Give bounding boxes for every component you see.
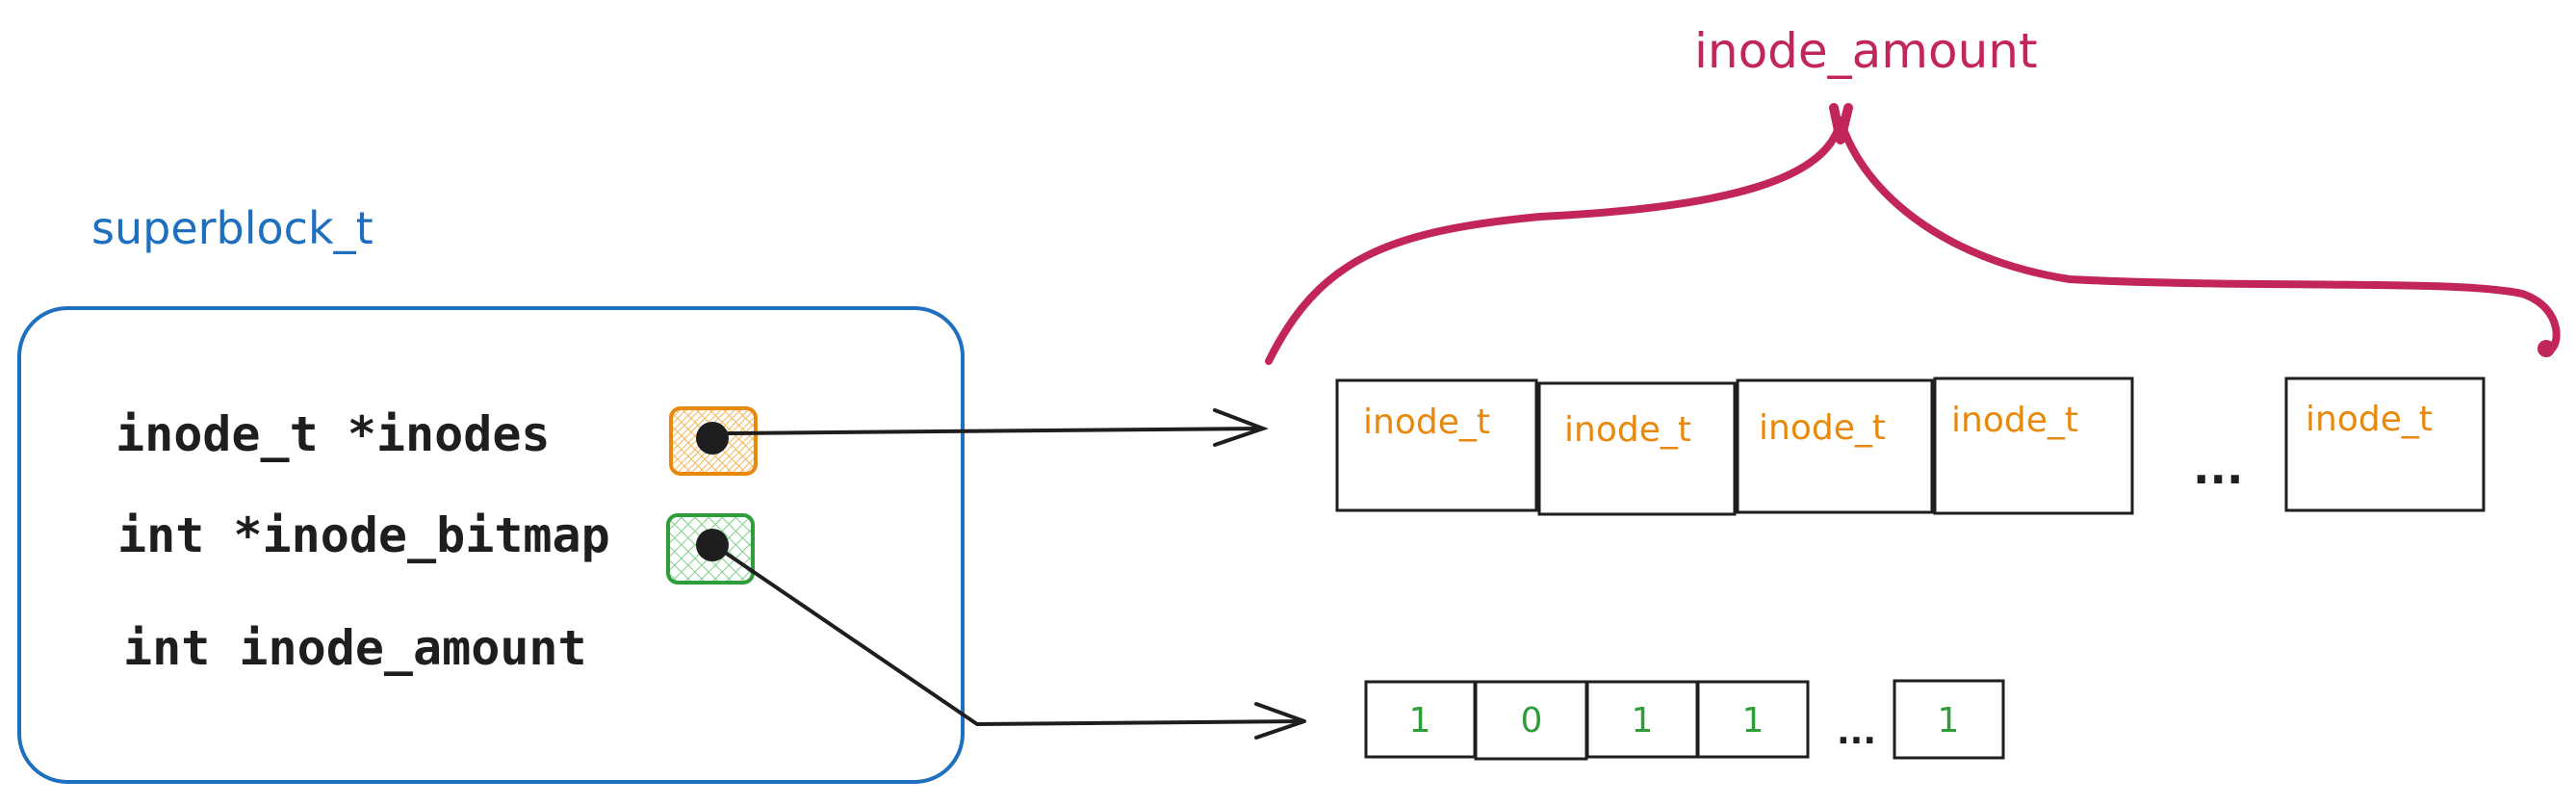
inode-cell-label: inode_t bbox=[1759, 408, 1886, 448]
field-inode-amount: int inode_amount bbox=[123, 620, 587, 676]
bitmap-arrow bbox=[725, 552, 1306, 740]
inode-array-ellipsis: ... bbox=[2193, 442, 2243, 494]
inode-cell-last bbox=[2284, 377, 2486, 512]
inode-cell-label: inode_t bbox=[2306, 400, 2433, 439]
bitmap-array-ellipsis: ... bbox=[1837, 713, 1876, 752]
bitmap-cell-label: 1 bbox=[1632, 701, 1654, 741]
bitmap-array: 1 0 1 1 ... 1 bbox=[1364, 679, 2005, 761]
inode-cell-label: inode_t bbox=[1363, 403, 1490, 442]
struct-box bbox=[17, 306, 965, 784]
inode-cell bbox=[1736, 378, 1934, 514]
inode-cell-label: inode_t bbox=[1951, 401, 2078, 440]
bitmap-cell-label: 1 bbox=[1938, 701, 1960, 741]
bitmap-cell-label: 1 bbox=[1742, 701, 1765, 741]
struct-title: superblock_t bbox=[91, 202, 374, 254]
inode-cell bbox=[1933, 377, 2134, 515]
inode-cell-label: inode_t bbox=[1564, 410, 1691, 450]
bitmap-cell-label: 0 bbox=[1521, 701, 1543, 741]
brace-label: inode_amount bbox=[1694, 23, 2038, 79]
bitmap-cell-label: 1 bbox=[1409, 701, 1431, 741]
inode-array: inode_t inode_t inode_t inode_t ... inod… bbox=[1335, 377, 2486, 516]
inodes-pointer-box bbox=[669, 406, 758, 476]
bitmap-cell-last bbox=[1893, 679, 2005, 760]
inodes-arrow bbox=[727, 408, 1269, 447]
field-inodes: inode_t *inodes bbox=[116, 406, 551, 462]
inode-cell bbox=[1537, 381, 1737, 516]
bitmap-pointer-box bbox=[666, 513, 755, 585]
bitmap-cell bbox=[1696, 680, 1810, 759]
field-inode-bitmap: int *inode_bitmap bbox=[117, 507, 610, 563]
inode-cell bbox=[1335, 378, 1538, 512]
inode-amount-brace bbox=[1265, 103, 2561, 365]
